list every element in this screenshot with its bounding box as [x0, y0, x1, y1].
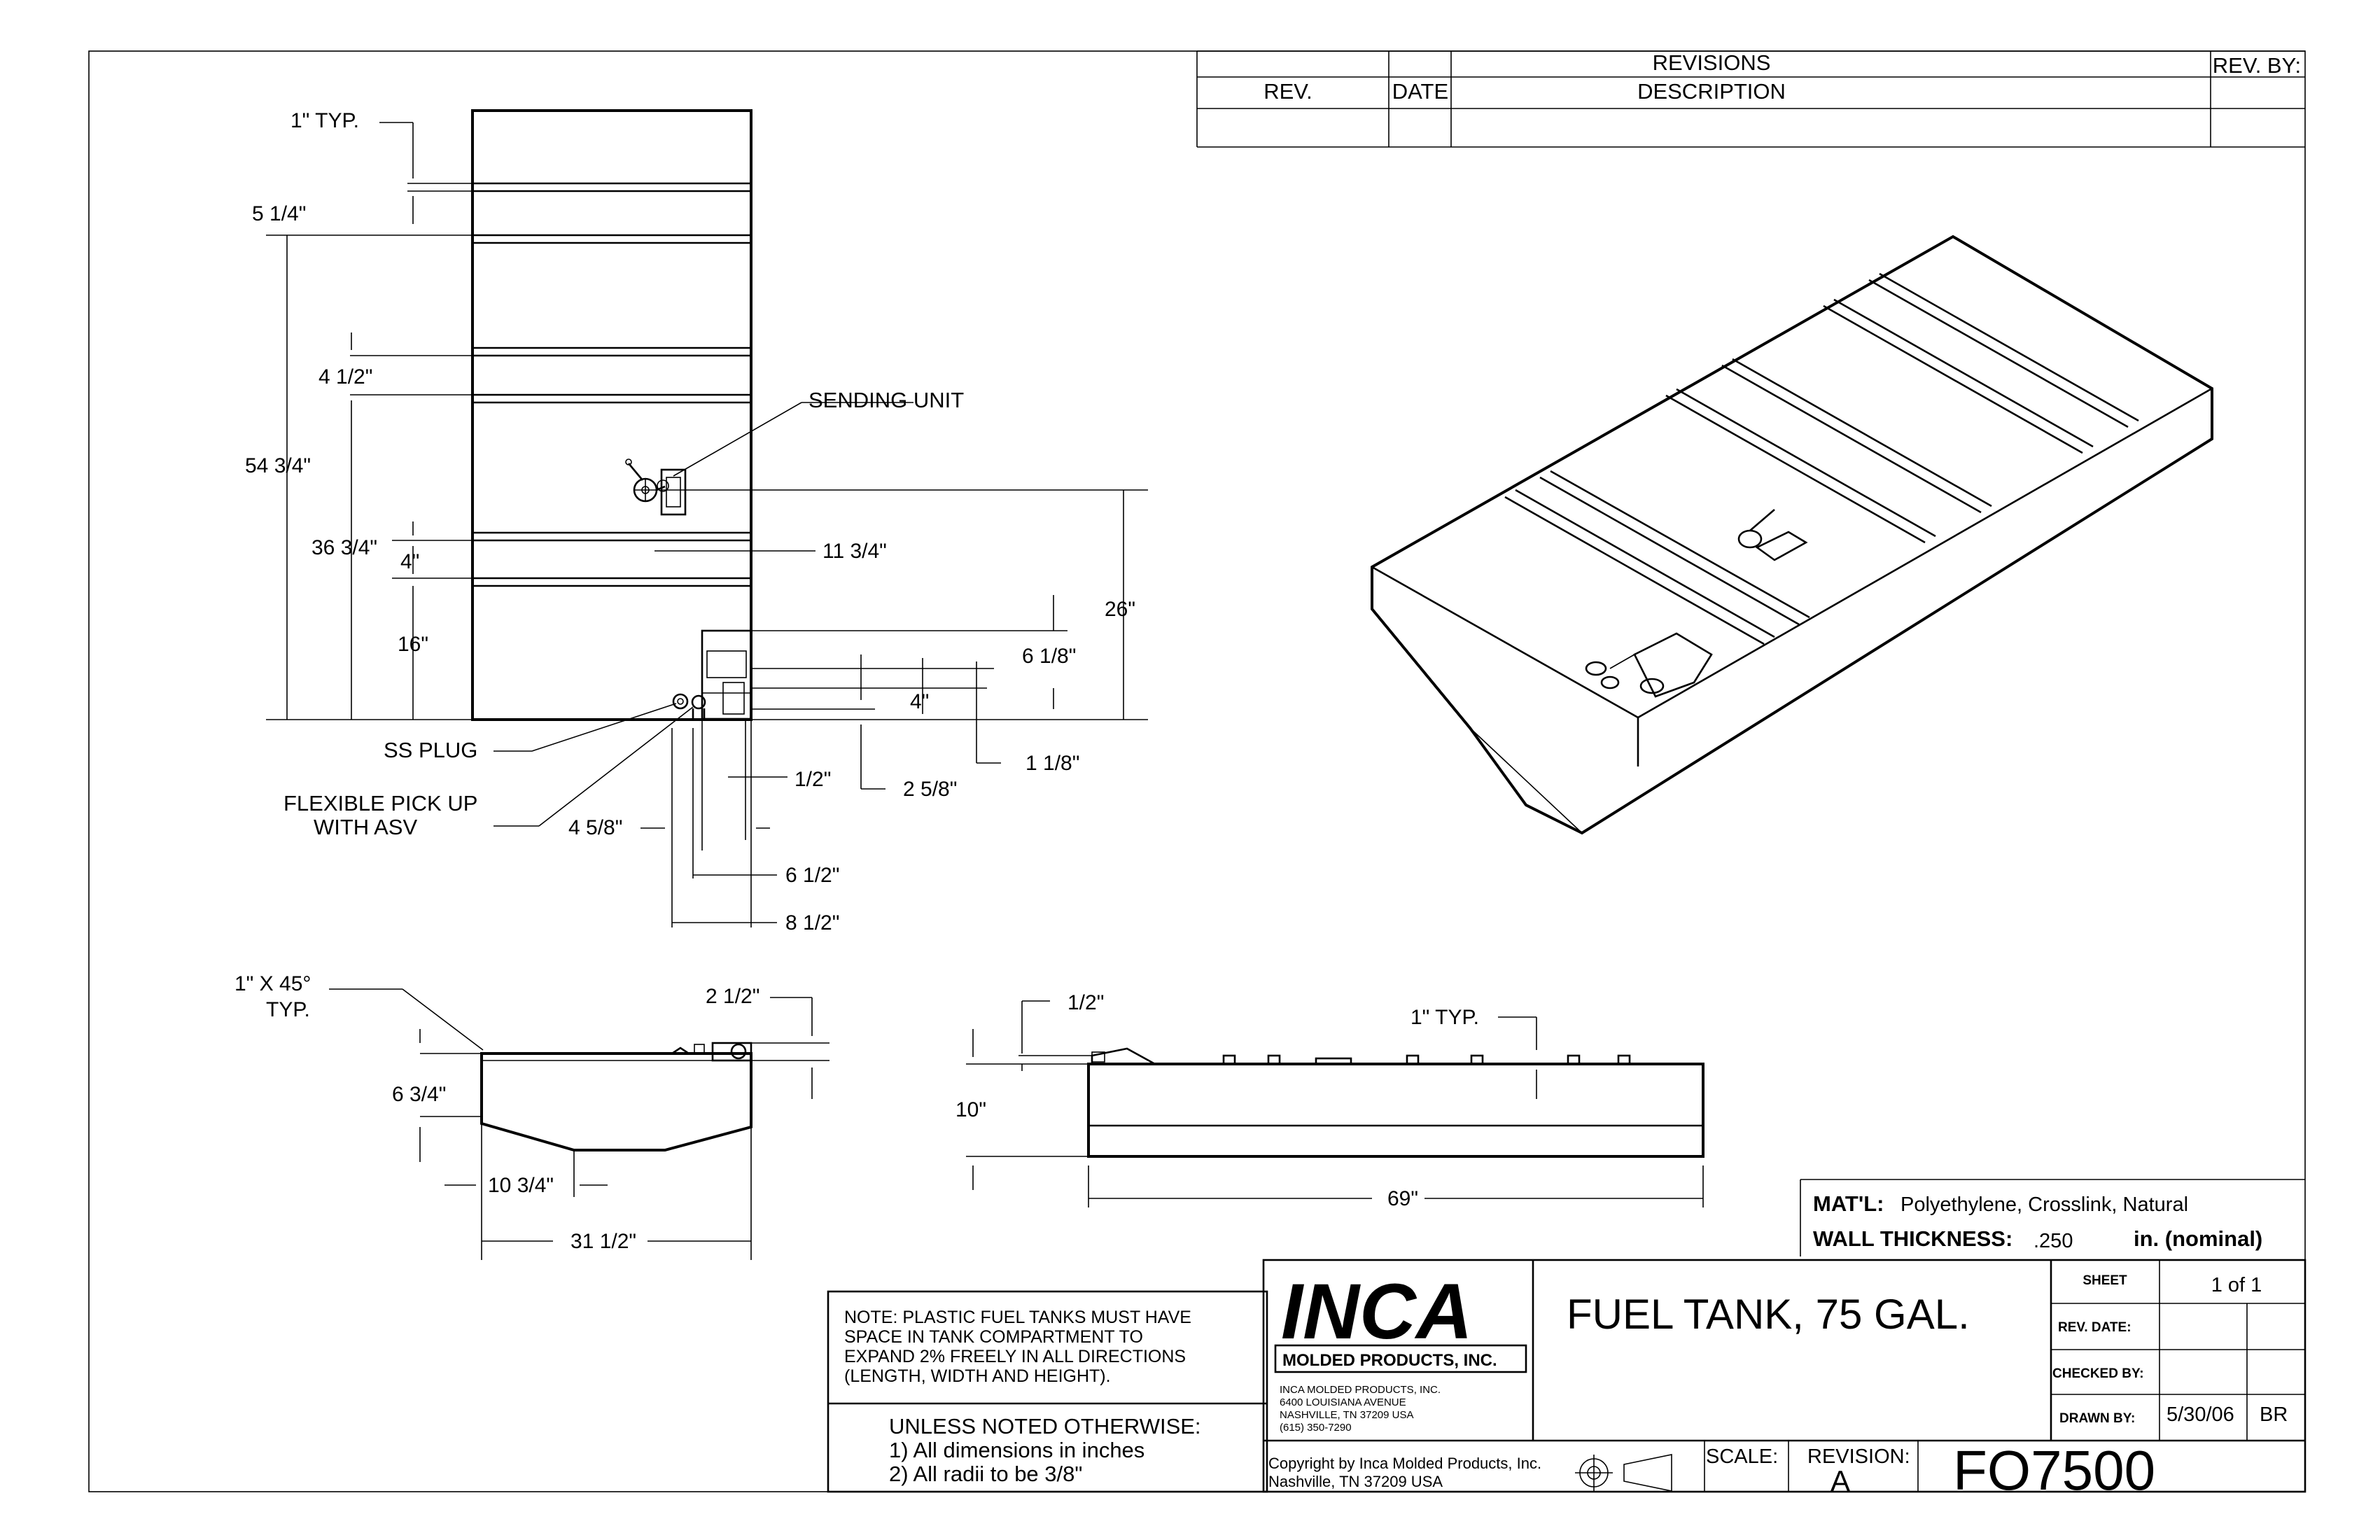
address-1: INCA MOLDED PRODUCTS, INC. [1280, 1384, 1441, 1396]
dim-6-1-2: 6 1/2" [785, 864, 839, 887]
third-angle-projection-icon [1575, 1454, 1672, 1492]
dim-36-3-4: 36 3/4" [312, 536, 377, 559]
fitting-block [701, 629, 752, 720]
dim-1-2: 1/2" [794, 768, 831, 791]
dim-2-1-2: 2 1/2" [706, 985, 760, 1008]
dim-1-1-8: 1 1/8" [1026, 752, 1079, 775]
wall-value: .250 [2033, 1230, 2073, 1252]
revisions-col-description: DESCRIPTION [1637, 79, 1786, 104]
iso-fitting [1585, 632, 1713, 698]
callout-ss-plug: SS PLUG [384, 738, 477, 762]
callout-sending-unit: SENDING UNIT [808, 388, 964, 412]
dim-5-1-4: 5 1/4" [252, 202, 306, 225]
logo-sub-frame [1274, 1344, 1527, 1373]
dim-4-bottom: 4" [910, 690, 929, 713]
drawn-initials: BR [2260, 1404, 2288, 1426]
drawing-title: FUEL TANK, 75 GAL. [1567, 1291, 1970, 1338]
address-2: 6400 LOUISIANA AVENUE [1280, 1396, 1406, 1408]
dim-1-typ: 1" TYP. [290, 109, 359, 132]
side-view-ribs [1222, 1054, 1631, 1065]
drawn-by-label: DRAWN BY: [2059, 1411, 2135, 1426]
copyright-1: Copyright by Inca Molded Products, Inc. [1268, 1455, 1541, 1472]
address-3: NASHVILLE, TN 37209 USA [1280, 1409, 1413, 1421]
side-view: 1/2" 1" TYP. 10" 69" [955, 991, 1704, 1210]
part-number: FO7500 [1953, 1439, 2155, 1502]
scale-label: SCALE: [1706, 1446, 1778, 1468]
dim-31-1-2: 31 1/2" [570, 1230, 636, 1253]
notes-block: NOTE: PLASTIC FUEL TANKS MUST HAVE SPACE… [827, 1290, 1268, 1493]
dim-side-1-typ: 1" TYP. [1410, 1006, 1479, 1029]
note-line-1: NOTE: PLASTIC FUEL TANKS MUST HAVE [844, 1308, 1191, 1327]
dim-2-5-8: 2 5/8" [903, 778, 957, 801]
unless-title: UNLESS NOTED OTHERWISE: [889, 1414, 1201, 1438]
matl-value: Polyethylene, Crosslink, Natural [1900, 1194, 2188, 1216]
top-view: 1" TYP. 5 1/4" 54 3/4" 4 1/2" 36 3/4" 4"… [245, 109, 1148, 934]
end-view: 1" X 45° TYP. 2 1/2" 6 3/4" 10 3/4" 31 1… [234, 972, 830, 1260]
dim-10: 10" [955, 1098, 986, 1121]
dim-26: 26" [1105, 598, 1135, 621]
revisions-table: REVISIONS REV. DATE DESCRIPTION REV. BY: [1196, 50, 2305, 148]
wall-label: WALL THICKNESS: [1813, 1226, 2012, 1251]
dim-11-3-4: 11 3/4" [822, 540, 887, 563]
note-line-2: SPACE IN TANK COMPARTMENT TO [844, 1327, 1143, 1347]
dim-side-1-2: 1/2" [1068, 991, 1104, 1014]
callout-pickup-2: WITH ASV [314, 815, 417, 839]
material-block: MAT'L: Polyethylene, Crosslink, Natural … [1800, 1179, 2305, 1256]
revision-label: REVISION: [1807, 1446, 1910, 1468]
rev-date-label: REV. DATE: [2058, 1320, 2132, 1335]
dim-4-5-8: 4 5/8" [568, 816, 622, 839]
dim-6-1-8: 6 1/8" [1022, 645, 1076, 668]
isometric-view [1371, 234, 2213, 835]
dim-6-3-4: 6 3/4" [392, 1083, 446, 1106]
sending-unit [625, 458, 687, 516]
matl-label: MAT'L: [1813, 1191, 1884, 1216]
dim-16: 16" [398, 633, 428, 656]
revisions-col-rev-by: REV. BY: [2213, 53, 2301, 78]
wall-unit: in. (nominal) [2134, 1226, 2262, 1251]
copyright-2: Nashville, TN 37209 USA [1268, 1473, 1443, 1490]
dim-10-3-4: 10 3/4" [488, 1174, 554, 1197]
unless-2: 2) All radii to be 3/8" [889, 1462, 1082, 1486]
revisions-col-date: DATE [1392, 79, 1448, 104]
dim-8-1-2: 8 1/2" [785, 911, 839, 934]
end-chamfer-2: TYP. [266, 998, 310, 1021]
title-block: INCA MOLDED PRODUCTS, INC. INCA MOLDED P… [1262, 1259, 2306, 1502]
side-view-outline [1087, 1063, 1704, 1158]
revisions-col-rev: REV. [1264, 79, 1312, 104]
iso-sending-unit [1737, 509, 1808, 561]
note-line-3: EXPAND 2% FREELY IN ALL DIRECTIONS [844, 1347, 1186, 1366]
unless-1: 1) All dimensions in inches [889, 1438, 1144, 1462]
ss-plug [672, 693, 689, 710]
tank-outline-top [471, 109, 752, 721]
tank-ribs [472, 182, 751, 587]
iso-ribs [1504, 272, 2139, 645]
end-chamfer-1: 1" X 45° [234, 972, 311, 995]
revision-value: A [1830, 1464, 1850, 1497]
dim-54-3-4: 54 3/4" [245, 454, 311, 477]
sheet-value: 1 of 1 [2211, 1274, 2262, 1296]
inca-logo-text: INCA [1281, 1268, 1473, 1355]
revisions-heading: REVISIONS [1653, 50, 1771, 75]
checked-by-label: CHECKED BY: [2052, 1366, 2144, 1381]
drawn-date: 5/30/06 [2166, 1404, 2234, 1426]
end-view-outline [480, 1052, 752, 1152]
dim-4-1-2: 4 1/2" [318, 365, 372, 388]
dim-69: 69" [1387, 1187, 1418, 1210]
address-4: (615) 350-7290 [1280, 1422, 1352, 1434]
callout-pickup-1: FLEXIBLE PICK UP [284, 791, 477, 816]
flexible-pickup [691, 694, 706, 710]
inca-logo-sub: MOLDED PRODUCTS, INC. [1282, 1351, 1497, 1370]
dim-4-top: 4" [400, 550, 419, 573]
sheet-border [88, 50, 2306, 1492]
note-line-4: (LENGTH, WIDTH AND HEIGHT). [844, 1366, 1111, 1386]
sheet-label: SHEET [2082, 1273, 2127, 1288]
